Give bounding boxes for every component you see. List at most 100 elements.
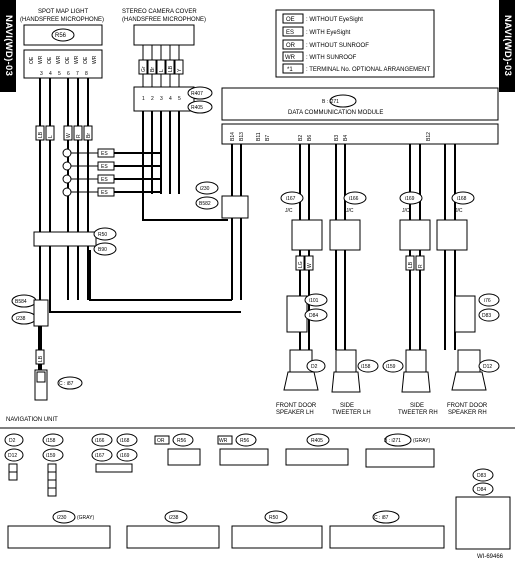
stereo-pin-number: 3 (160, 96, 163, 102)
legend: OE : WITHOUT EyeSight ES : WITH EyeSight… (275, 9, 435, 78)
connector-b584-i238: B584 i238 (11, 294, 49, 327)
dcm-pin-label: B7 (265, 135, 271, 141)
face-or-r56: OR R56 (154, 433, 201, 466)
connector-r50-b90: R50 B90 (33, 227, 117, 256)
stereo-wire-color: LB (168, 65, 174, 72)
lower-wire-color: R (418, 264, 424, 268)
jc-label: J/C (285, 208, 293, 214)
face-i166-i168-i167-i169: i166 i168 i167 i169 (91, 433, 138, 473)
connector-i76: i76 (484, 298, 491, 304)
wire-label-box (415, 255, 425, 271)
navigation-unit-label: NAVIGATION UNIT (6, 417, 58, 423)
wire-label-box (174, 59, 184, 75)
dcm-wire (49, 250, 241, 313)
front-door-speaker-rh: D12 FRONT DOOR SPEAKER RH (447, 349, 500, 416)
legend-row: OE : WITHOUT EyeSight (282, 13, 363, 24)
connector-r405: R405 (191, 105, 203, 111)
wire-label-box (45, 125, 55, 141)
legend-row: *1 : TERMINAL No. OPTIONAL ARRANGEMENT (282, 63, 430, 74)
spot-map-light-subtitle: (HANDSFREE MICROPHONE) (20, 17, 104, 23)
front-door-rh-sublabel: SPEAKER RH (448, 410, 487, 416)
side-tweeter-rh-label: SIDE (410, 403, 424, 409)
dcm-pin-label: B4 (343, 135, 349, 141)
face-d83-d84: D83 D84 (455, 468, 511, 550)
stereo-pin-number: 2 (151, 96, 154, 102)
side-tweeter-lh-label: SIDE (340, 403, 354, 409)
junction-connectors: i167 i166 i169 i168 J/C J/C J/C J/C (280, 191, 475, 251)
stereo-pin-number: 4 (169, 96, 172, 102)
wire-label-box (83, 125, 93, 141)
front-door-speaker-lh: D2 FRONT DOOR SPEAKER LH (276, 349, 326, 416)
spot-pin-number: 4 (49, 71, 52, 77)
side-tweeter-rh: i159 SIDE TWEETER RH (382, 349, 438, 416)
face-i169-label: i169 (120, 453, 130, 459)
connector-i168: i168 (457, 196, 467, 202)
face-wr-code: WR (219, 438, 228, 444)
wire-label-box (147, 59, 157, 75)
stereo-wire-color: Br (150, 67, 156, 72)
face-c-i87: C : i87 (329, 510, 445, 549)
spot-pin-number: 8 (85, 71, 88, 77)
stereo-pin-number: 1 (142, 96, 145, 102)
spot-wire-color: L (48, 135, 54, 138)
face-i238: i238 (126, 510, 220, 549)
connector-d2: D2 (311, 364, 318, 370)
dcm-pin-label: B2 (298, 135, 304, 141)
connector-b582-label: B582 (199, 201, 211, 207)
dcm-pin-label: B14 (230, 132, 236, 141)
face-r50-label: R50 (269, 515, 278, 521)
front-door-lh-sublabel: SPEAKER LH (276, 410, 314, 416)
legend-text: : WITHOUT EyeSight (306, 17, 363, 23)
legend-code: *1 (287, 67, 293, 73)
connector-b90-label: B90 (98, 247, 107, 253)
face-d2-d12: D2 D12 (4, 433, 24, 481)
face-i158-i159: i158 i159 (42, 433, 64, 497)
spot-top-code: OE (83, 56, 89, 64)
wire-label-box (35, 125, 45, 141)
legend-text: : WITH SUNROOF (306, 55, 357, 61)
legend-code: ES (286, 30, 294, 36)
face-b271-label: B : i271 (384, 438, 401, 444)
wire-label-box (165, 59, 175, 75)
legend-row: ES : WITH EyeSight (282, 26, 351, 37)
stereo-camera-cover: STEREO CAMERA COVER (HANDSFREE MICROPHON… (122, 9, 213, 114)
junction-dot (62, 161, 72, 171)
connector-d84: D84 (309, 313, 318, 319)
spot-top-code: WR (92, 55, 98, 64)
connector-face-views: D2 D12 i158 i159 i166 i168 i167 i169 (4, 433, 511, 560)
stereo-wire-color: Y (177, 68, 183, 72)
wire-label-box (304, 255, 314, 271)
connector-i167: i167 (286, 196, 296, 202)
spot-wire-color: R (76, 134, 82, 138)
legend-row: WR : WITH SUNROOF (282, 51, 357, 62)
jc-label: J/C (455, 208, 463, 214)
face-b271-gray: (GRAY) (413, 438, 430, 444)
stereo-wire (142, 194, 228, 221)
dcm-pin-label: B11 (256, 132, 262, 141)
connector-d12: D12 (483, 364, 492, 370)
face-r405: R405 (285, 433, 349, 466)
face-or-r56-label: R56 (177, 438, 186, 444)
dcm-wire (89, 250, 232, 301)
wire-label-box (405, 255, 415, 271)
es-code: ES (101, 151, 108, 157)
spot-top-code: WR (74, 55, 80, 64)
spot-top-code: WR (38, 55, 44, 64)
es-code: ES (101, 164, 108, 170)
junction-dot (62, 187, 72, 197)
spot-top-code: OE (29, 56, 35, 64)
connector-r407: R407 (191, 91, 203, 97)
face-i238-label: i238 (169, 515, 179, 521)
junction-dot (62, 148, 72, 158)
dcm-pin-label: B6 (307, 135, 313, 141)
spot-top-code: WR (56, 55, 62, 64)
spot-pin-number: 6 (67, 71, 70, 77)
lower-wire-color: LG (298, 261, 304, 268)
connector-i166: i166 (349, 196, 359, 202)
legend-text: : WITH EyeSight (306, 30, 351, 36)
face-r50: R50 (231, 510, 323, 549)
side-tab-right: NAVI(WD)-03 (499, 0, 515, 92)
